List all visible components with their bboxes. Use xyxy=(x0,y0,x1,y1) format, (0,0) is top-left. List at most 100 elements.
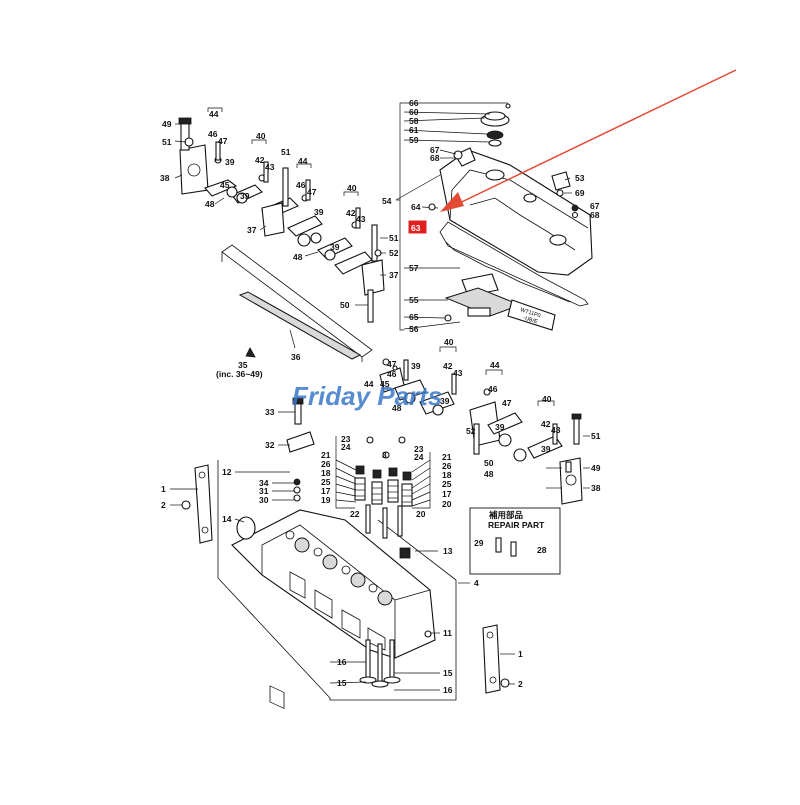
label-tl37a: 37 xyxy=(247,225,257,235)
label-v22a: 22 xyxy=(350,509,360,519)
label-v26b: 26 xyxy=(442,461,452,471)
highlight-box-63 xyxy=(408,220,427,234)
label-tl48b: 48 xyxy=(293,252,303,262)
rocker-assembly-top xyxy=(178,117,385,362)
label-tl43a: 43 xyxy=(265,162,275,172)
label-r42: 42 xyxy=(541,419,551,429)
label-tl42a: 42 xyxy=(255,155,265,165)
breather xyxy=(454,147,476,167)
label-m43: 43 xyxy=(453,368,463,378)
label-h4: 4 xyxy=(474,578,479,588)
label-v26a: 26 xyxy=(321,459,331,469)
watermark-text: Friday Parts xyxy=(292,381,442,411)
filler-seal xyxy=(486,130,504,140)
rocker-support-left xyxy=(179,144,209,195)
rocker-support-3 xyxy=(361,259,385,296)
label-r49: 49 xyxy=(591,463,601,473)
label-m48a: 48 xyxy=(392,403,402,413)
rocker-arm-4 xyxy=(287,215,323,237)
label-57: 57 xyxy=(409,263,419,273)
repair-part-box: 補用部品 REPAIR PART 29 28 xyxy=(469,507,561,575)
label-m40: 40 xyxy=(444,337,454,347)
valves xyxy=(359,639,401,688)
label-tl40a: 40 xyxy=(256,131,266,141)
label-m39b: 39 xyxy=(440,396,450,406)
label-v24a: 24 xyxy=(341,442,351,452)
label-67a: 67 xyxy=(430,145,440,155)
rocker-shaft xyxy=(238,291,362,360)
plug-13 xyxy=(399,547,411,559)
label-v23a: 23 xyxy=(341,434,351,444)
group-arrow-icon xyxy=(245,347,256,358)
repair-title-en: REPAIR PART xyxy=(488,520,545,530)
label-69: 69 xyxy=(575,188,585,198)
label-h15b: 15 xyxy=(443,668,453,678)
label-h13: 13 xyxy=(443,546,453,556)
label-tl49: 49 xyxy=(162,119,172,129)
label-v18a: 18 xyxy=(321,468,331,478)
label-61: 61 xyxy=(409,125,419,135)
group-number: 35 xyxy=(238,360,248,370)
bolt-51 xyxy=(282,167,289,207)
bolt-65 xyxy=(444,314,452,322)
label-53: 53 xyxy=(575,173,585,183)
sealant-text-2: -UB/E xyxy=(522,315,538,325)
repair-item-29: 29 xyxy=(474,538,484,548)
label-h30: 30 xyxy=(259,495,269,505)
label-m44a: 44 xyxy=(364,379,374,389)
breather-cap-53 xyxy=(551,171,571,191)
label-tl46a: 46 xyxy=(208,129,218,139)
label-r39a: 39 xyxy=(495,422,505,432)
label-59: 59 xyxy=(409,135,419,145)
label-h2a: 2 xyxy=(161,500,166,510)
label-v17b: 17 xyxy=(442,489,452,499)
label-68a: 68 xyxy=(430,153,440,163)
label-tl40b: 40 xyxy=(347,183,357,193)
label-tl45a: 45 xyxy=(220,180,230,190)
label-r39b: 39 xyxy=(541,444,551,454)
label-tl43b: 43 xyxy=(356,214,366,224)
label-66: 66 xyxy=(409,98,419,108)
label-m39a: 39 xyxy=(411,361,421,371)
label-r46: 46 xyxy=(488,384,498,394)
label-tl42b: 42 xyxy=(346,208,356,218)
label-v18b: 18 xyxy=(442,470,452,480)
label-v24b: 24 xyxy=(414,452,424,462)
label-h31: 31 xyxy=(259,486,269,496)
sealant-tube xyxy=(507,299,556,331)
nozzle-holder-32 xyxy=(286,431,315,453)
label-tl51a: 51 xyxy=(162,137,172,147)
label-tl48a: 48 xyxy=(205,199,215,209)
label-r48: 48 xyxy=(484,469,494,479)
bolt-51-r xyxy=(573,417,580,445)
label-r52: 52 xyxy=(466,426,476,436)
combustion-chamber-1 xyxy=(294,537,310,553)
label-h33: 33 xyxy=(265,407,275,417)
label-60: 60 xyxy=(409,107,419,117)
highlight-arrowhead xyxy=(440,192,464,212)
repair-title-jp: 補用部品 xyxy=(488,510,524,520)
label-tl46b: 46 xyxy=(296,180,306,190)
rocker-arm-m2 xyxy=(419,391,455,415)
label-64: 64 xyxy=(411,202,421,212)
label-tl37b: 37 xyxy=(389,270,399,280)
bolt-2-left xyxy=(181,500,191,510)
label-58: 58 xyxy=(409,116,419,126)
leader-lines xyxy=(170,107,590,691)
cover-gasket xyxy=(439,221,589,307)
label-h34: 34 xyxy=(259,478,269,488)
label-tl39c: 39 xyxy=(314,207,324,217)
bolt-2-right xyxy=(500,678,510,688)
group-note: (inc. 36~49) xyxy=(216,369,263,379)
label-h1a: 1 xyxy=(161,484,166,494)
part-labels: 66 60 58 61 59 67 68 53 69 67 68 54 64 6… xyxy=(160,98,601,695)
label-m47: 47 xyxy=(387,359,397,369)
label-67b: 67 xyxy=(590,201,600,211)
label-v3: 3 xyxy=(382,450,387,460)
label-68b: 68 xyxy=(590,210,600,220)
label-tl38: 38 xyxy=(160,173,170,183)
label-v19a: 19 xyxy=(321,495,331,505)
label-tl44a: 44 xyxy=(209,109,219,119)
lifting-eye-left xyxy=(194,464,213,544)
